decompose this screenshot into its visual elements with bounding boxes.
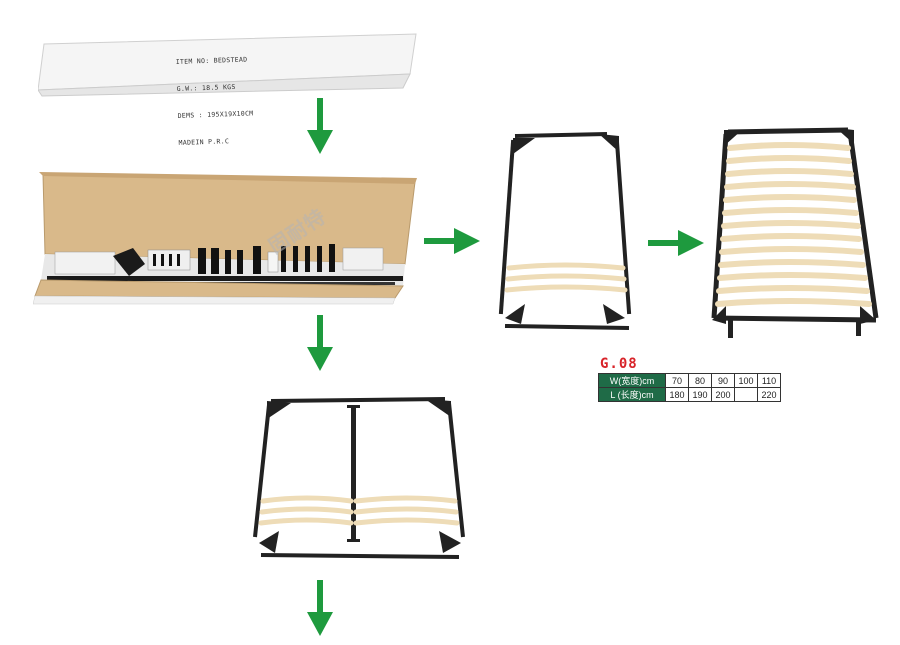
- length-label: L (长度)cm: [598, 387, 666, 402]
- arrow-down-icon: [307, 98, 333, 154]
- width-value: 110: [757, 373, 781, 388]
- box-label-line3: DEMS : 195X19X10CM: [177, 109, 254, 120]
- length-value: [734, 387, 758, 402]
- length-value: 190: [688, 387, 712, 402]
- model-code: G.08: [600, 356, 638, 372]
- full-slat-frame-icon: [711, 127, 879, 338]
- arrow-right-icon: [424, 228, 480, 254]
- packed-box-icon: [38, 33, 417, 97]
- double-frame-icon: [253, 397, 465, 559]
- arrow-right-icon: [648, 230, 704, 256]
- table-row: W(宽度)cm 70 80 90 100 110: [598, 373, 781, 388]
- size-table: W(宽度)cm 70 80 90 100 110 L (长度)cm 180 19…: [598, 373, 781, 402]
- single-frame-icon: [498, 131, 632, 331]
- width-value: 90: [711, 373, 735, 388]
- arrow-down-icon: [307, 580, 333, 636]
- box-label-line4: MADEIN P.R.C: [178, 137, 230, 147]
- width-value: 70: [665, 373, 689, 388]
- length-value: 220: [757, 387, 781, 402]
- width-label: W(宽度)cm: [598, 373, 666, 388]
- open-box-icon: [33, 172, 417, 305]
- box-label: ITEM NO: BEDSTEAD G.W.: 18.5 KGS DEMS : …: [175, 37, 255, 157]
- box-label-line2: G.W.: 18.5 KGS: [176, 82, 236, 93]
- arrow-down-icon: [307, 315, 333, 371]
- width-value: 80: [688, 373, 712, 388]
- table-row: L (长度)cm 180 190 200 220: [598, 387, 781, 402]
- length-value: 200: [711, 387, 735, 402]
- width-value: 100: [734, 373, 758, 388]
- length-value: 180: [665, 387, 689, 402]
- box-label-line1: ITEM NO: BEDSTEAD: [175, 55, 248, 66]
